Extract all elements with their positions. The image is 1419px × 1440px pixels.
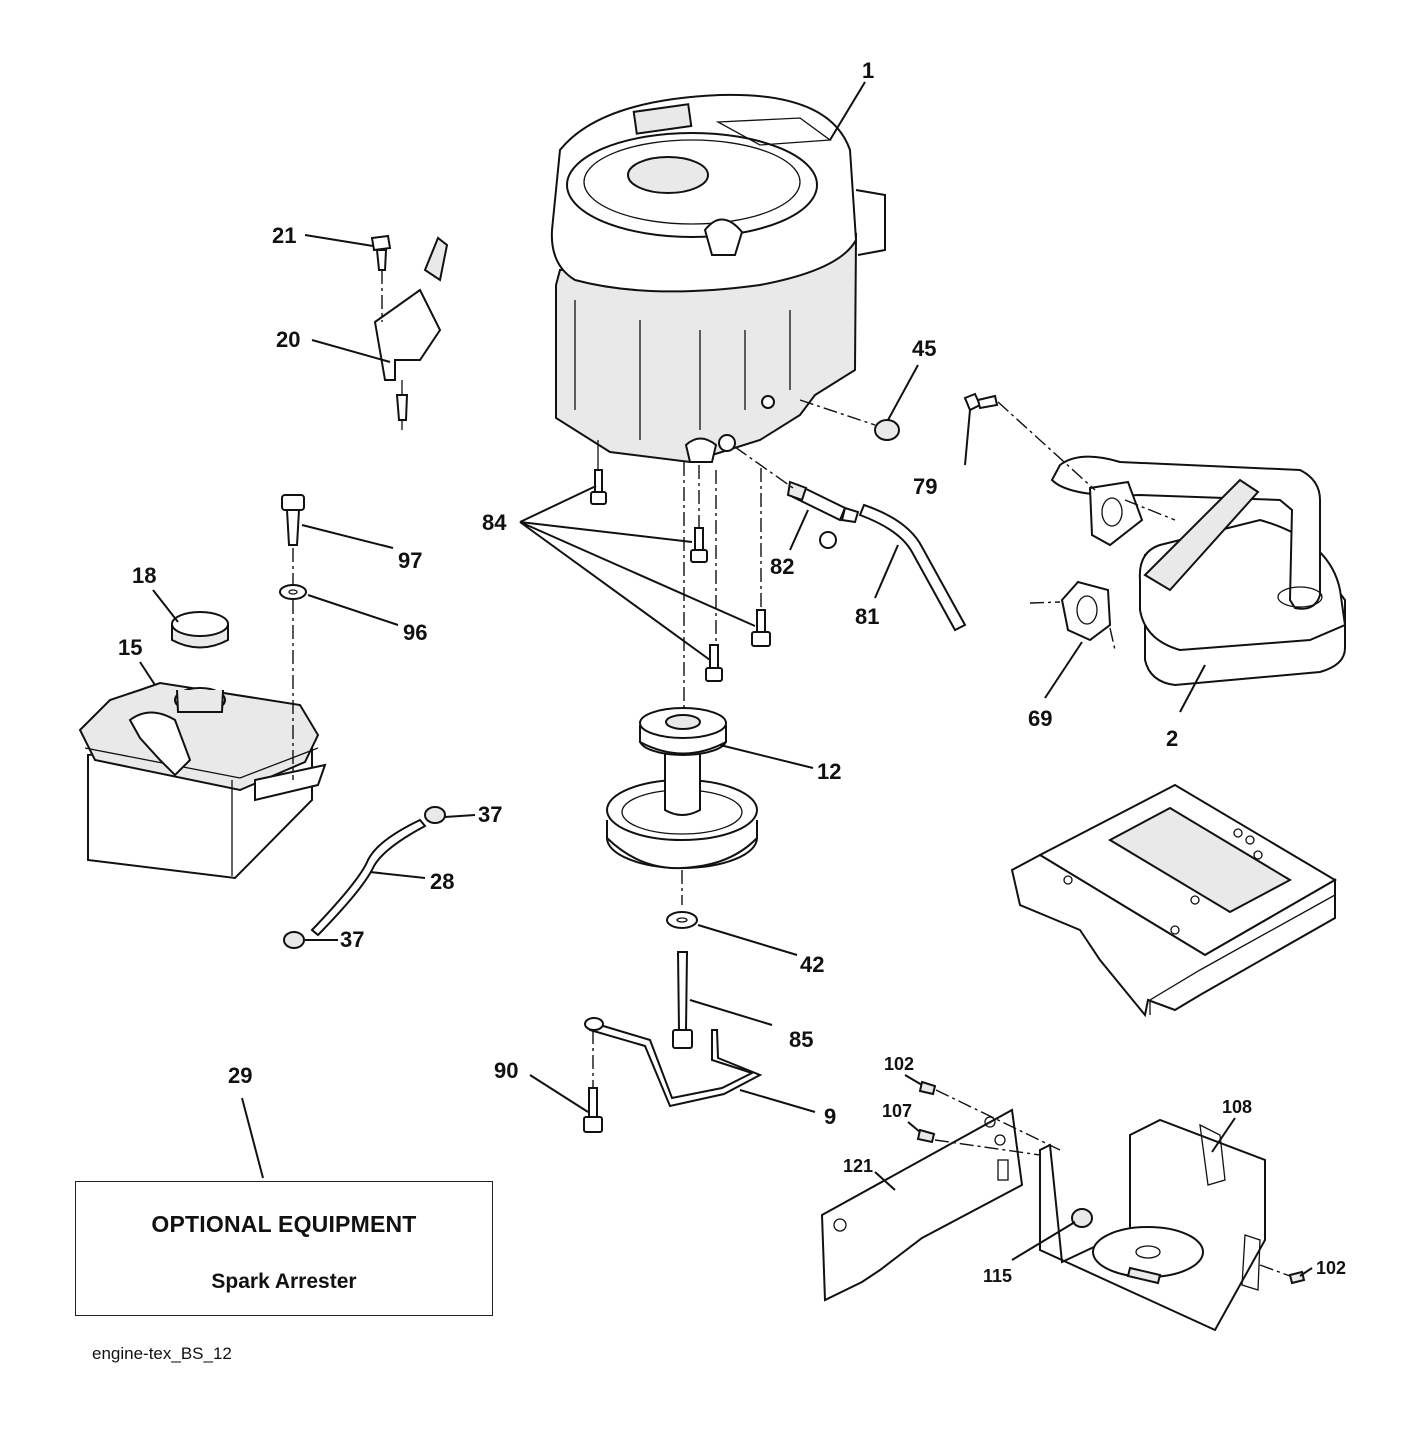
bolt-part-84-a — [590, 440, 607, 505]
label-part-115: 115 — [983, 1266, 1012, 1286]
bolt-part-84-c — [751, 609, 771, 647]
nut-part-115 — [1071, 1208, 1093, 1228]
optional-equipment-box: OPTIONAL EQUIPMENT Spark Arrester — [75, 1181, 493, 1316]
bolt-part-102-upper — [918, 1080, 937, 1096]
label-part-37-upper: 37 — [478, 802, 502, 827]
bolt-part-79 — [963, 392, 999, 412]
label-part-121: 121 — [843, 1156, 873, 1176]
fuel-line-part-28 — [310, 818, 427, 937]
washer-part-96 — [279, 584, 307, 600]
label-part-12: 12 — [817, 759, 841, 784]
clamp-part-37-upper — [424, 806, 446, 824]
shield-part-108 — [1039, 1118, 1266, 1332]
label-part-85: 85 — [789, 1027, 813, 1052]
engine-mounting-plate — [1010, 783, 1337, 1018]
fuel-tank-part-15 — [78, 681, 327, 880]
label-part-15: 15 — [118, 635, 142, 660]
rod-part-9 — [584, 1017, 763, 1108]
engine-part-1 — [550, 93, 886, 464]
label-part-1: 1 — [862, 58, 874, 83]
label-part-96: 96 — [403, 620, 427, 645]
label-part-102-lower: 102 — [1316, 1258, 1346, 1278]
label-part-82: 82 — [770, 554, 794, 579]
label-part-29: 29 — [228, 1063, 252, 1088]
label-part-90: 90 — [494, 1058, 518, 1083]
bracket-part-121 — [820, 1108, 1024, 1302]
bolt-part-90 — [583, 1087, 603, 1133]
diagram-caption: engine-tex_BS_12 — [92, 1344, 232, 1363]
pulley-part-12 — [606, 707, 758, 870]
nut-part-45 — [874, 419, 900, 441]
label-part-108: 108 — [1222, 1097, 1252, 1117]
label-part-37-lower: 37 — [340, 927, 364, 952]
label-part-69: 69 — [1028, 706, 1052, 731]
label-part-21: 21 — [272, 223, 296, 248]
label-part-97: 97 — [398, 548, 422, 573]
clamp-part-37-lower — [283, 931, 305, 949]
label-part-107: 107 — [882, 1101, 912, 1121]
bolt-part-84-d — [705, 644, 723, 682]
label-part-79: 79 — [913, 474, 937, 499]
label-part-2: 2 — [1166, 726, 1178, 751]
label-part-9: 9 — [824, 1104, 836, 1129]
label-part-84: 84 — [482, 510, 507, 535]
fuel-cap-part-18 — [171, 611, 229, 649]
screw-part-21 — [370, 234, 392, 322]
muffler-part-2 — [1050, 455, 1347, 687]
label-part-42: 42 — [800, 952, 824, 977]
label-part-81: 81 — [855, 604, 879, 629]
screw-part-97 — [281, 494, 305, 546]
bolt-part-85 — [672, 951, 693, 1049]
gasket-part-69-upper — [1088, 480, 1144, 547]
hose-part-81 — [858, 503, 967, 632]
bolt-part-107 — [916, 1128, 936, 1144]
label-part-18: 18 — [132, 563, 156, 588]
fuel-fitting-part-82 — [786, 480, 860, 549]
label-part-45: 45 — [912, 336, 936, 361]
label-part-20: 20 — [276, 327, 300, 352]
gasket-part-69 — [1060, 580, 1112, 642]
optional-equipment-title: OPTIONAL EQUIPMENT — [151, 1211, 417, 1237]
label-part-102-upper: 102 — [884, 1054, 914, 1074]
leader-lines — [139, 81, 1313, 1277]
label-part-28: 28 — [430, 869, 454, 894]
bolt-part-84-b — [690, 527, 708, 563]
washer-part-42 — [666, 911, 698, 929]
throttle-control-part-20 — [373, 236, 449, 430]
optional-equipment-item: Spark Arrester — [211, 1270, 357, 1293]
